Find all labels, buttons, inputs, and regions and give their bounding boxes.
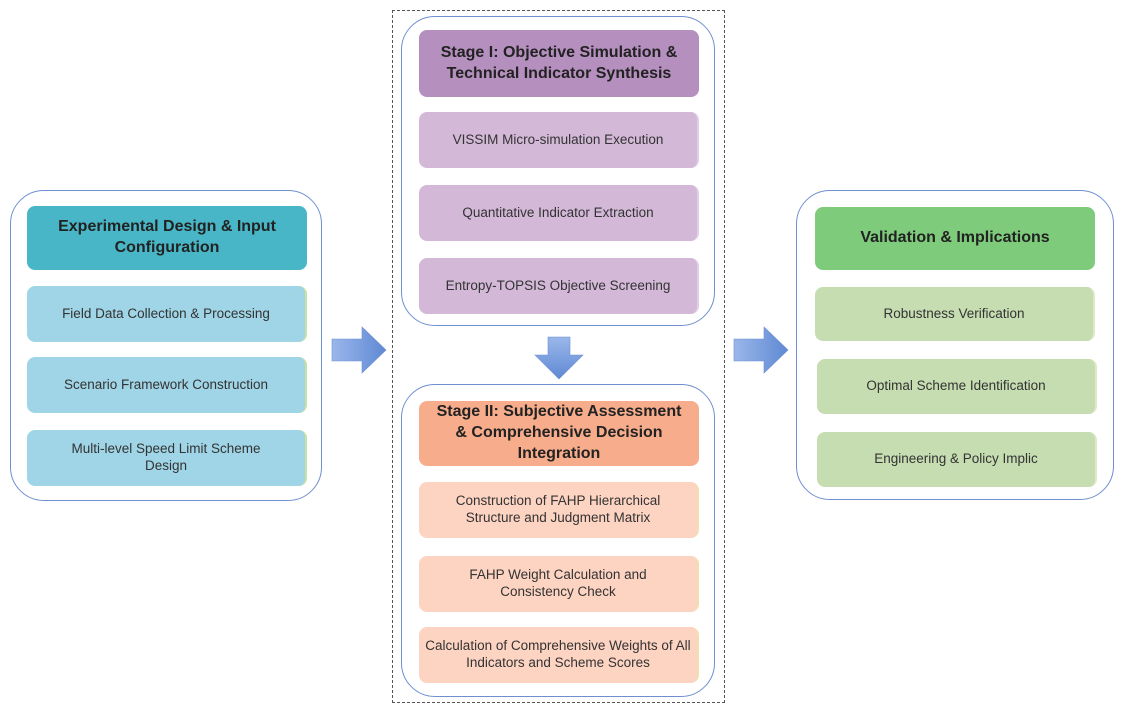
input-configuration-header: Experimental Design & Input Configuratio… bbox=[27, 206, 307, 270]
stage1-header: Stage I: Objective Simulation & Technica… bbox=[419, 30, 699, 97]
right-arrow-icon bbox=[331, 326, 387, 374]
speed-limit-scheme-box: Multi-level Speed Limit Scheme Design bbox=[27, 430, 307, 486]
validation-header: Validation & Implications bbox=[815, 207, 1095, 270]
fahp-structure-box: Construction of FAHP Hierarchical Struct… bbox=[419, 482, 699, 538]
indicator-extraction-box: Quantitative Indicator Extraction bbox=[419, 185, 699, 241]
robustness-verification-box: Robustness Verification bbox=[815, 287, 1095, 341]
middle-dashed-frame bbox=[392, 10, 725, 703]
field-data-collection-box: Field Data Collection & Processing bbox=[27, 286, 307, 342]
vissim-simulation-box: VISSIM Micro-simulation Execution bbox=[419, 112, 699, 168]
fahp-weight-box: FAHP Weight Calculation and Consistency … bbox=[419, 556, 699, 612]
stage2-header: Stage II: Subjective Assessment & Compre… bbox=[419, 401, 699, 466]
entropy-topsis-box: Entropy-TOPSIS Objective Screening bbox=[419, 258, 699, 314]
optimal-scheme-box: Optimal Scheme Identification bbox=[817, 359, 1097, 414]
scenario-framework-box: Scenario Framework Construction bbox=[27, 357, 307, 413]
comprehensive-weights-box: Calculation of Comprehensive Weights of … bbox=[419, 627, 699, 683]
engineering-policy-box: Engineering & Policy Implic bbox=[817, 432, 1097, 487]
right-arrow-icon-2 bbox=[733, 326, 789, 374]
down-arrow-icon bbox=[534, 336, 584, 380]
